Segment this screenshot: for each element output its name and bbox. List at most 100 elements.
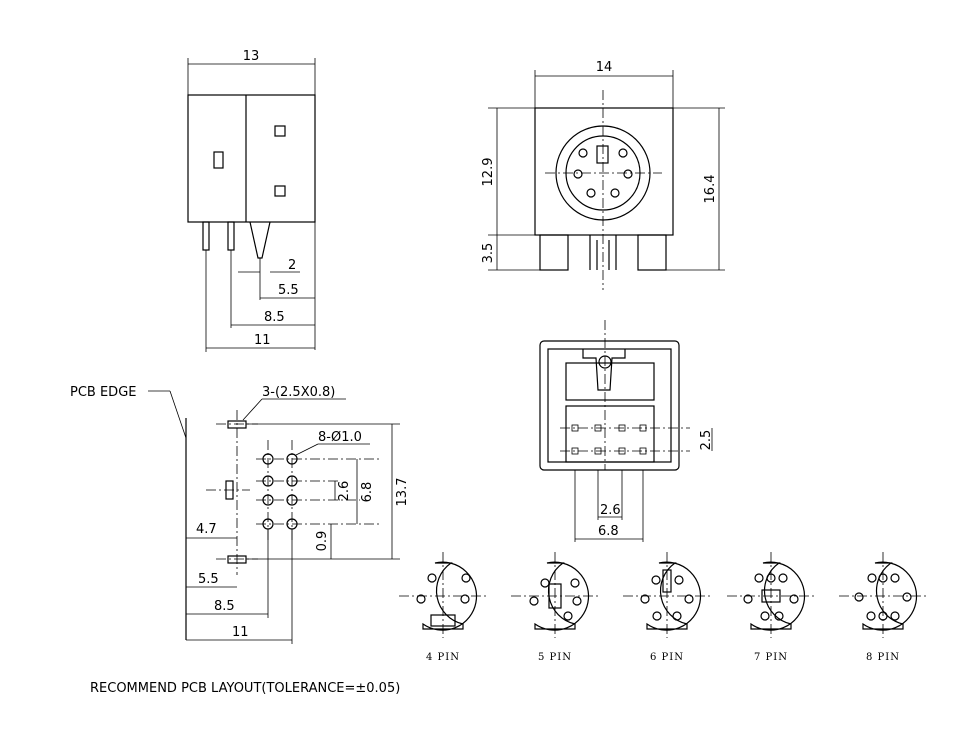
pin-variant-pin — [572, 596, 582, 606]
front-view-leg-left — [539, 234, 569, 271]
pcb-dim-5-5-label: 5.5 — [198, 572, 219, 587]
pcb-dim-6-8-label: 6.8 — [360, 482, 375, 503]
front-view-key — [596, 145, 609, 164]
front-view-pin-5 — [586, 188, 596, 198]
pcb-dim-0-9-label: 0.9 — [315, 531, 330, 552]
pin-variant-4: 4 PIN — [399, 552, 487, 663]
pcb-slot-note: 3-(2.5X0.8) — [262, 385, 335, 400]
pcb-dim-13-7-label: 13.7 — [395, 478, 410, 507]
pcb-dim-2-6-label: 2.6 — [337, 481, 352, 502]
pin-variant-pin — [902, 592, 912, 602]
front-view: 14 12.9 3.5 16.4 — [481, 60, 725, 290]
pin-variant-outline — [646, 561, 702, 631]
pin-variant-pin — [854, 592, 864, 602]
front-dim-16-4-label: 16.4 — [703, 175, 718, 204]
bottom-view-outer — [539, 340, 680, 471]
pin-variant-pin — [674, 575, 684, 585]
side-dim-2-label: 2 — [288, 258, 296, 273]
pin-variant-pin — [754, 573, 764, 583]
front-view-pins-center — [589, 235, 617, 270]
front-view-leg-right — [637, 234, 667, 271]
pcb-dim-8-5-label: 8.5 — [214, 599, 235, 614]
pin-variant-pin — [867, 573, 877, 583]
pin-variant-pin — [760, 611, 770, 621]
side-view-body — [187, 94, 316, 223]
pin-variant-pin — [640, 594, 650, 604]
pin-variant-pin — [774, 611, 784, 621]
bottom-pin-l2 — [594, 447, 602, 455]
bottom-pin-l4 — [639, 447, 647, 455]
bottom-pin-l1 — [571, 447, 579, 455]
pin-variant-pin — [890, 611, 900, 621]
pin-variant-label: 8 PIN — [866, 652, 900, 663]
pin-variant-pin — [878, 573, 888, 583]
pin-variant-pin — [684, 594, 694, 604]
pin-variant-label: 6 PIN — [650, 652, 684, 663]
bottom-view-pin-field — [565, 405, 655, 463]
pcb-edge-label: PCB EDGE — [70, 385, 136, 400]
bottom-pin-u4 — [639, 424, 647, 432]
pin-variant-pin — [563, 611, 573, 621]
pcb-edge-leader-d — [169, 390, 187, 439]
side-view-slot — [213, 151, 224, 169]
pin-variant-key — [761, 589, 781, 603]
pin-variant-pin — [416, 594, 426, 604]
pin-variant-pin — [652, 611, 662, 621]
pin-variant-label: 4 PIN — [426, 652, 460, 663]
bottom-view-key-notch — [582, 349, 626, 391]
pin-variant-pin — [866, 611, 876, 621]
pin-variant-label: 7 PIN — [754, 652, 788, 663]
front-view-pin-6 — [610, 188, 620, 198]
pin-variant-pin — [766, 573, 776, 583]
front-view-pin-1 — [578, 148, 588, 158]
pin-variant-pin — [540, 578, 550, 588]
pin-variant-pin — [651, 575, 661, 585]
pin-variant-pin — [789, 594, 799, 604]
footer-note: RECOMMEND PCB LAYOUT(TOLERANCE=±0.05) — [90, 681, 400, 696]
pin-variant-6: 6 PIN — [623, 552, 711, 663]
bottom-dim-2-6-label: 2.6 — [600, 503, 621, 518]
pin-variant-pin — [878, 611, 888, 621]
pin-variant-pin — [672, 611, 682, 621]
bottom-pin-u3 — [618, 424, 626, 432]
pcb-hole-note: 8-Ø1.0 — [318, 430, 362, 445]
pin-variant-pin — [778, 573, 788, 583]
pin-variant-8: 8 PIN — [839, 552, 927, 663]
side-dim-5-5-label: 5.5 — [278, 283, 299, 298]
pin-variant-pin — [461, 573, 471, 583]
side-view-square-lower — [274, 185, 286, 197]
pin-variant-pin — [743, 594, 753, 604]
side-dim-13-label: 13 — [243, 49, 260, 64]
bottom-dim-6-8-label: 6.8 — [598, 524, 619, 539]
pin-variant-key — [662, 569, 672, 593]
front-view-pin-2 — [618, 148, 628, 158]
bottom-view: 2.5 2.6 6.8 — [539, 320, 714, 542]
side-dim-11-label: 11 — [254, 333, 271, 348]
pcb-hole-leader-d — [295, 443, 319, 456]
pcb-dim-11-label: 11 — [232, 625, 249, 640]
side-view-square-upper — [274, 125, 286, 137]
side-view-leg-2 — [227, 221, 235, 251]
bottom-dim-2-5-label: 2.5 — [699, 430, 714, 451]
front-view-body — [534, 107, 674, 236]
pcb-layout: PCB EDGE 3-(2.5X0.8) 8-Ø1.0 — [70, 385, 410, 644]
bottom-pin-u1 — [571, 424, 579, 432]
pin-variant-key — [548, 583, 562, 609]
bottom-pin-l3 — [618, 447, 626, 455]
side-view-leg-1 — [202, 221, 210, 251]
pin-variant-5: 5 PIN — [511, 552, 599, 663]
front-dim-3-5-label: 3.5 — [481, 243, 496, 264]
pin-variant-key — [430, 614, 456, 627]
pcb-dim-4-7-label: 4.7 — [196, 522, 217, 537]
side-view: 13 2 5.5 8.5 11 — [187, 49, 316, 352]
pin-variant-label: 5 PIN — [538, 652, 572, 663]
front-view-pin-3 — [573, 169, 583, 179]
front-dim-12-9-label: 12.9 — [481, 158, 496, 187]
pin-variant-pin — [890, 573, 900, 583]
pin-variant-7: 7 PIN — [727, 552, 815, 663]
bottom-view-upper-block — [565, 362, 655, 401]
pin-variant-pin — [570, 578, 580, 588]
side-view-fork-pin — [249, 221, 271, 259]
pin-variant-pin — [427, 573, 437, 583]
